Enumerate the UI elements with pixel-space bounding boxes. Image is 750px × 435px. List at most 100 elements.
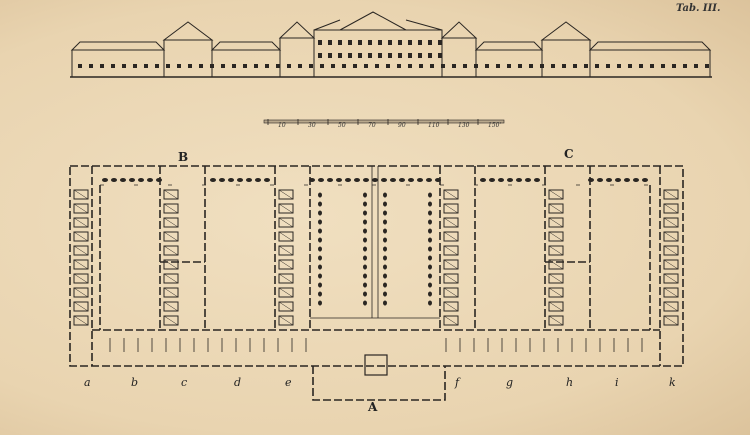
cell xyxy=(163,273,179,284)
bay-label-h: h xyxy=(566,376,574,389)
cell xyxy=(73,189,89,200)
window xyxy=(348,40,352,45)
window xyxy=(438,40,442,45)
cell xyxy=(73,259,89,270)
cell xyxy=(163,259,179,270)
window xyxy=(661,64,665,68)
bed-mark xyxy=(318,264,322,270)
bay-label-k: k xyxy=(669,376,676,389)
bed-mark xyxy=(428,264,432,270)
bed-mark xyxy=(336,178,342,182)
bed-mark xyxy=(428,246,432,252)
bed-mark xyxy=(498,178,504,182)
cell xyxy=(163,217,179,228)
window xyxy=(338,40,342,45)
cell xyxy=(443,287,459,298)
bed-mark xyxy=(318,246,322,252)
cell xyxy=(73,217,89,228)
window xyxy=(463,64,467,68)
window xyxy=(438,53,442,58)
bay-label-b: b xyxy=(131,376,139,389)
cell xyxy=(73,231,89,242)
bed-mark xyxy=(597,178,603,182)
cell xyxy=(278,217,294,228)
bed-mark xyxy=(318,210,322,216)
cell xyxy=(663,245,679,256)
bed-mark xyxy=(383,192,387,198)
bed-mark xyxy=(363,282,367,288)
cell xyxy=(548,217,564,228)
bed-mark xyxy=(363,210,367,216)
window xyxy=(428,53,432,58)
bed-mark xyxy=(363,273,367,279)
bed-mark xyxy=(606,178,612,182)
window xyxy=(358,53,362,58)
bed-mark xyxy=(588,178,594,182)
bed-mark xyxy=(383,237,387,243)
bay-label-g: g xyxy=(506,376,514,389)
window xyxy=(584,64,588,68)
bed-mark xyxy=(363,291,367,297)
window xyxy=(398,53,402,58)
bed-mark xyxy=(363,246,367,252)
cell xyxy=(663,315,679,326)
bed-mark xyxy=(318,237,322,243)
window xyxy=(298,64,302,68)
bed-mark xyxy=(255,178,261,182)
bed-mark xyxy=(428,228,432,234)
window xyxy=(397,64,401,68)
cell xyxy=(163,315,179,326)
window xyxy=(639,64,643,68)
cell xyxy=(663,287,679,298)
window xyxy=(595,64,599,68)
cell xyxy=(443,301,459,312)
bed-mark xyxy=(318,291,322,297)
window xyxy=(353,64,357,68)
window xyxy=(177,64,181,68)
cell xyxy=(443,245,459,256)
cell xyxy=(548,189,564,200)
window xyxy=(672,64,676,68)
window xyxy=(650,64,654,68)
bay-label-f: f xyxy=(455,376,460,389)
building-elevation xyxy=(70,11,712,78)
label-wing-b: B xyxy=(178,150,189,164)
bed-mark xyxy=(383,300,387,306)
window xyxy=(243,64,247,68)
window xyxy=(628,64,632,68)
cell xyxy=(443,259,459,270)
window xyxy=(398,40,402,45)
bed-mark xyxy=(408,178,414,182)
bed-mark xyxy=(156,178,162,182)
bed-mark xyxy=(516,178,522,182)
window xyxy=(485,64,489,68)
bay-label-i: i xyxy=(615,376,619,389)
window xyxy=(100,64,104,68)
window xyxy=(78,64,82,68)
bed-mark xyxy=(399,178,405,182)
cell xyxy=(443,189,459,200)
bed-mark xyxy=(383,228,387,234)
cell xyxy=(443,273,459,284)
bed-mark xyxy=(480,178,486,182)
bed-mark xyxy=(318,219,322,225)
cell xyxy=(278,245,294,256)
bed-mark xyxy=(120,178,126,182)
bay-label-d: d xyxy=(234,376,242,389)
cell xyxy=(663,231,679,242)
plate-title: Tab. III. xyxy=(676,3,721,14)
window xyxy=(368,40,372,45)
window xyxy=(318,40,322,45)
cell xyxy=(548,301,564,312)
bed-mark xyxy=(428,219,432,225)
bed-mark xyxy=(210,178,216,182)
label-entrance-a: A xyxy=(368,400,378,414)
bed-mark xyxy=(327,178,333,182)
window xyxy=(418,53,422,58)
window xyxy=(551,64,555,68)
floor-plan xyxy=(69,165,684,401)
bed-mark xyxy=(534,178,540,182)
cell xyxy=(548,315,564,326)
cell xyxy=(663,203,679,214)
